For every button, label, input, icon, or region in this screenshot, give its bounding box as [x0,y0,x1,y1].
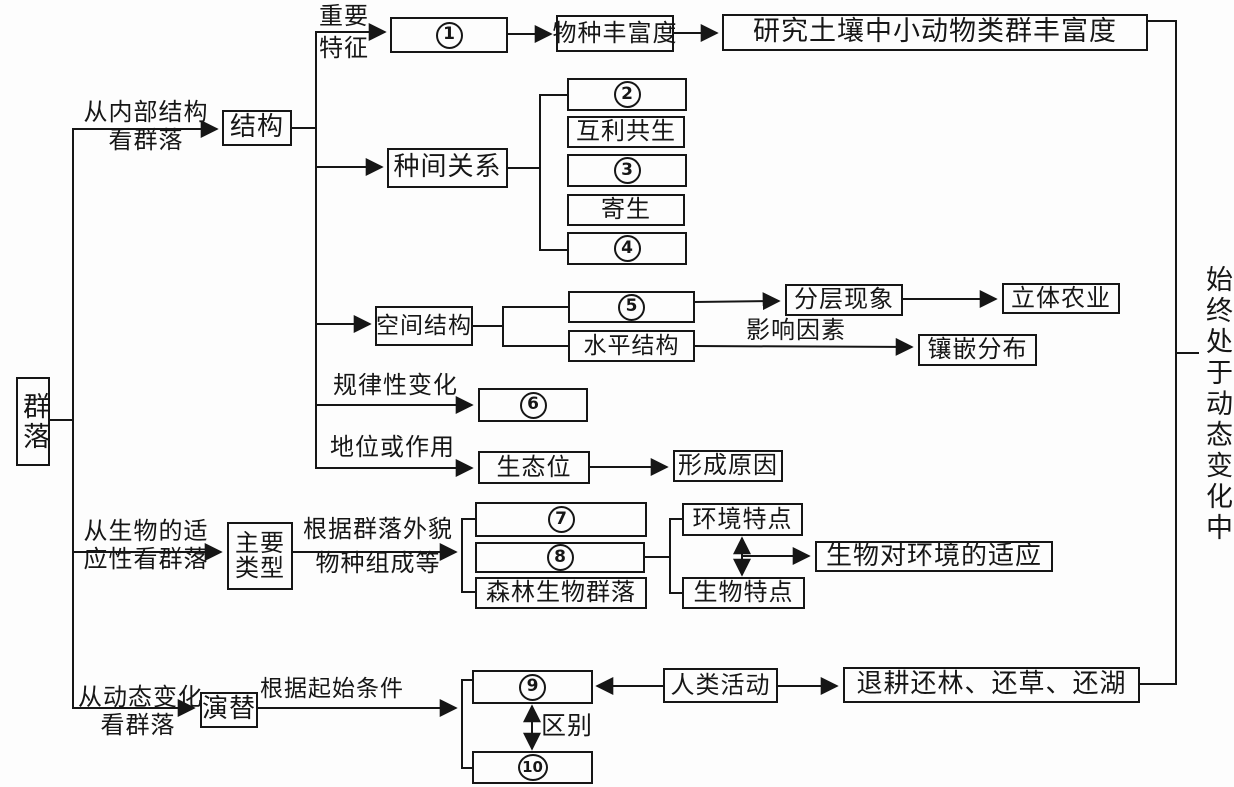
circled-number-3: 3 [613,157,641,184]
node-blank-10: 10 [472,751,593,784]
node-blank-3: 3 [567,154,687,187]
node-species-richness: 物种丰富度 [553,15,677,52]
node-organism-traits: 生物特点 [682,577,805,609]
label-regular-change: 规律性变化 [333,371,458,399]
label-key-feature: 重要 特征 [319,2,369,62]
node-forest-community: 森林生物群落 [475,577,647,609]
circled-number-1: 1 [435,21,463,49]
label-view-dynamic-change: 从动态变化 看群落 [78,683,203,739]
node-horizontal-structure: 水平结构 [568,330,695,362]
node-environment-traits: 环境特点 [682,503,803,536]
node-spatial-structure: 空间结构 [375,306,473,346]
circled-number-10: 10 [517,754,548,781]
node-succession: 演替 [200,692,258,728]
label-position-or-role: 地位或作用 [330,433,455,461]
node-blank-1: 1 [390,17,508,53]
circled-number-4: 4 [613,235,641,262]
circled-number-8: 8 [546,544,574,571]
node-returning-farmland: 退耕还林、还草、还湖 [843,667,1140,703]
circled-number-9: 9 [519,673,546,701]
node-community: 群落 [16,377,50,466]
node-ecological-niche: 生态位 [478,451,590,484]
node-soil-animal-study: 研究土壤中小动物类群丰富度 [722,14,1148,51]
node-mosaic-distribution: 镶嵌分布 [918,334,1037,366]
node-interspecies-relations: 种间关系 [387,148,508,188]
node-blank-5: 5 [568,291,695,323]
node-structure: 结构 [222,110,292,146]
node-adaptation-to-environment: 生物对环境的适应 [815,541,1053,572]
circled-number-5: 5 [618,293,645,321]
node-human-activity: 人类活动 [663,668,778,703]
node-blank-9: 9 [472,670,593,704]
label-view-adaptation: 从生物的适 应性看群落 [83,517,209,573]
node-formation-cause: 形成原因 [673,450,783,482]
node-parasitism: 寄生 [567,194,685,226]
node-vertical-agriculture: 立体农业 [1002,283,1120,314]
node-main-types: 主要 类型 [227,522,293,590]
node-stratification: 分层现象 [785,284,903,316]
circled-number-7: 7 [547,506,575,533]
label-basis-appearance: 根据群落外貌 物种组成等 [303,515,453,577]
circled-number-6: 6 [519,391,547,419]
node-blank-2: 2 [567,78,687,111]
label-view-internal-structure: 从内部结构 看群落 [83,98,209,154]
label-always-dynamic: 始终处于动态变化中 [1201,265,1233,544]
label-difference: 区别 [541,711,594,740]
arrow-influencing-factors [693,337,914,356]
label-basis-initial-conditions: 根据起始条件 [260,676,404,702]
node-blank-8: 8 [475,542,645,573]
node-blank-4: 4 [567,232,687,265]
node-mutualism: 互利共生 [567,116,685,148]
node-blank-6: 6 [478,388,588,422]
circled-number-2: 2 [613,81,641,108]
node-blank-7: 7 [475,502,647,537]
label-influencing-factors: 影响因素 [746,316,846,344]
